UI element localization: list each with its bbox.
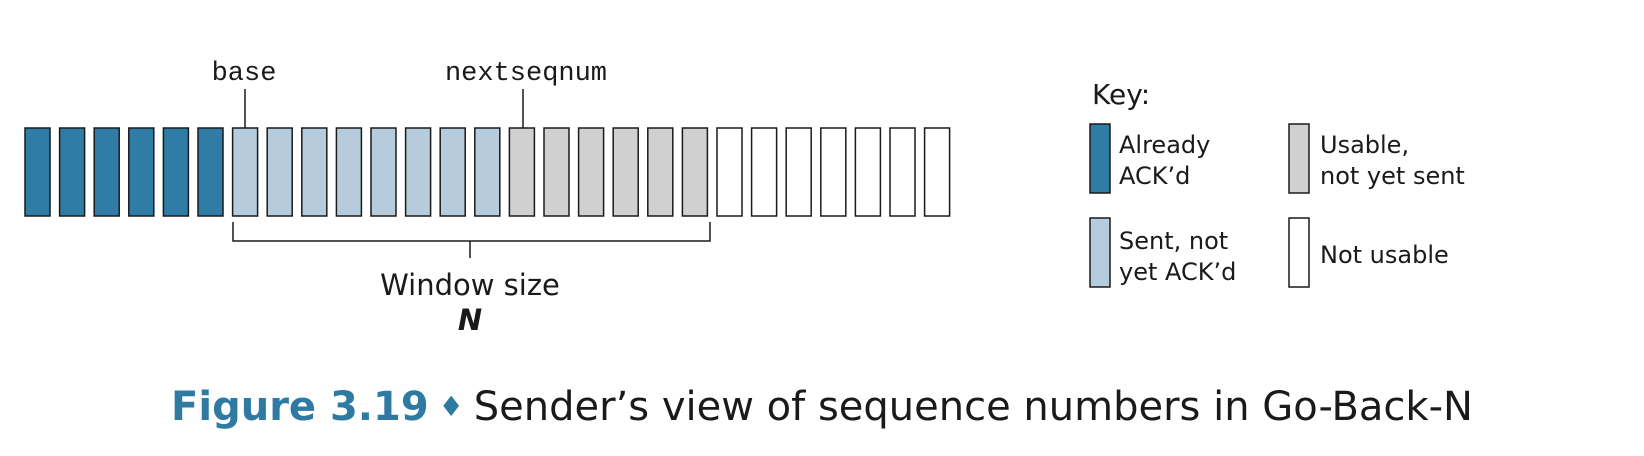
seq-cell-acked: [58, 127, 86, 217]
key-label-already-acked-line2: ACK’d: [1119, 162, 1190, 190]
key-label-sent-line1: Sent, not: [1119, 227, 1228, 255]
seq-cell-unusable: [889, 127, 916, 217]
key-label-sent-line2: yet ACK’d: [1119, 258, 1236, 286]
nextseqnum-label: nextseqnum: [445, 59, 607, 89]
sequence-number-cells: [24, 127, 951, 217]
key-label-already-acked-line1: Already: [1119, 131, 1210, 159]
seq-cell-sent: [335, 127, 363, 217]
seq-cell-unusable: [785, 127, 812, 217]
seq-cell-sent: [474, 127, 501, 217]
seq-cell-acked: [93, 127, 120, 217]
seq-cell-acked: [128, 127, 155, 217]
seq-cell-usable: [612, 127, 639, 217]
figure-number: Figure 3.19: [171, 384, 429, 430]
seq-cell-unusable: [750, 127, 778, 217]
key-swatch-not-usable: [1288, 217, 1310, 288]
seq-cell-usable: [543, 127, 570, 217]
seq-cell-unusable: [923, 127, 951, 217]
caption-text: Sender’s view of sequence numbers in Go-…: [473, 384, 1473, 430]
figure-caption: Figure 3.19 ♦ Sender’s view of sequence nu…: [0, 384, 1644, 430]
key-title: Key:: [1092, 78, 1150, 111]
seq-cell-acked: [197, 127, 224, 217]
key-label-usable-line2: not yet sent: [1320, 162, 1465, 190]
seq-cell-unusable: [854, 127, 882, 217]
key-label-not-usable: Not usable: [1320, 241, 1449, 269]
seq-cell-sent: [266, 127, 293, 217]
key-swatch-already-acked: [1089, 123, 1111, 194]
base-label: base: [212, 59, 277, 89]
window-bracket: [232, 222, 711, 258]
seq-cell-sent: [370, 127, 397, 217]
window-size-label: Window size: [380, 268, 560, 302]
seq-cell-sent: [301, 127, 328, 217]
seq-cell-unusable: [716, 127, 743, 217]
go-back-n-diagram: base nextseqnum Window size N Key: Alrea…: [24, 59, 1465, 337]
seq-cell-acked: [162, 127, 190, 217]
seq-cell-acked: [24, 127, 51, 217]
diamond-icon: ♦: [438, 390, 464, 423]
seq-cell-usable: [577, 127, 605, 217]
window-size-n: N: [458, 303, 482, 337]
seq-cell-sent: [439, 127, 466, 217]
seq-cell-unusable: [820, 127, 847, 217]
key-label-usable-line1: Usable,: [1320, 131, 1409, 159]
seq-cell-sent: [231, 127, 259, 217]
key-legend: Key: Already ACK’d Usable, not yet sent …: [1089, 78, 1465, 288]
key-swatch-sent-not-acked: [1089, 217, 1111, 288]
seq-cell-usable: [681, 127, 709, 217]
seq-cell-usable: [508, 127, 536, 217]
seq-cell-sent: [404, 127, 432, 217]
seq-cell-usable: [647, 127, 674, 217]
key-swatch-usable-not-sent: [1288, 123, 1310, 194]
